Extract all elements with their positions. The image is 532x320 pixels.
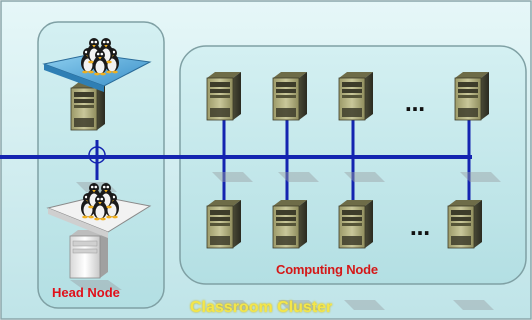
ellipsis-top: … [405,92,425,116]
head-node-secondary [46,183,152,290]
ellipsis-bottom: … [410,216,430,240]
classroom-cluster-label: Classroom Cluster [190,299,333,316]
head-node-label: Head Node [52,285,120,300]
computing-node-label: Computing Node [276,262,378,277]
head-node-panel [37,21,165,309]
head-node-primary [42,38,152,193]
